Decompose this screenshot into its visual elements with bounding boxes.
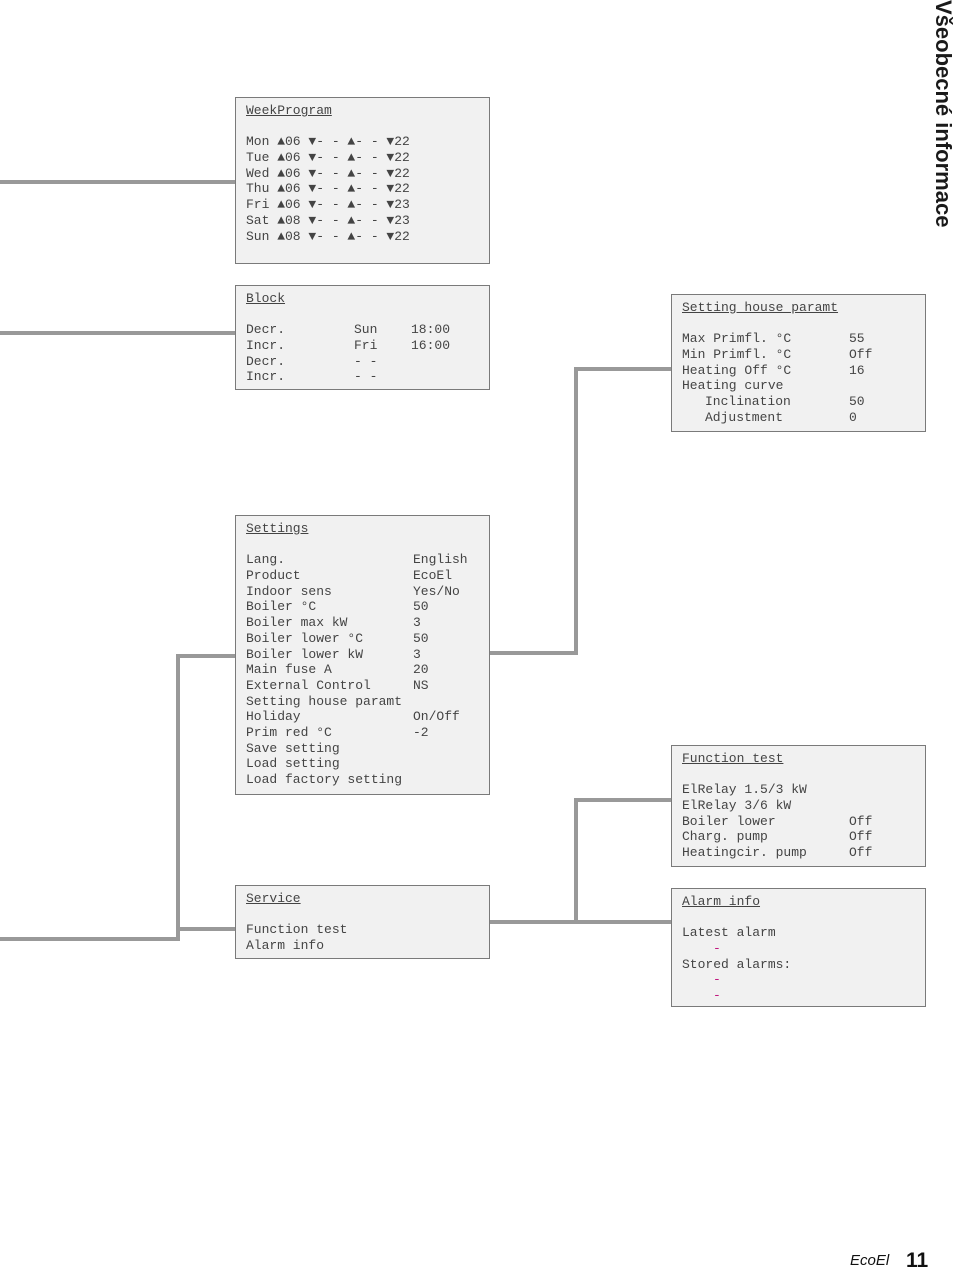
settings-row[interactable]: Lang.English — [246, 552, 468, 568]
settings-row[interactable]: Prim red °C-2 — [246, 724, 429, 740]
week-row[interactable]: Fri ▲06 ▼- - ▲- - ▼23 — [246, 197, 410, 213]
function-test-row[interactable]: ElRelay 3/6 kW — [682, 798, 792, 814]
week-row[interactable]: Tue ▲06 ▼- - ▲- - ▼22 — [246, 150, 410, 166]
stored-alarm-value: - — [713, 988, 721, 1004]
connector-service — [490, 798, 671, 924]
connector-settings-service — [0, 654, 235, 941]
settings-row[interactable]: Load setting — [246, 756, 340, 772]
latest-alarm-value: - — [713, 941, 721, 957]
house-param-row[interactable]: Heating curve — [682, 378, 784, 394]
house-params-title[interactable]: Setting house paramt — [682, 300, 839, 315]
service-item-function-test[interactable]: Function test — [246, 922, 348, 938]
stored-alarm-value: - — [713, 972, 721, 988]
week-row[interactable]: Sat ▲08 ▼- - ▲- - ▼23 — [246, 212, 410, 228]
block-title[interactable]: Block — [246, 291, 286, 306]
page-number: 11 — [906, 1249, 929, 1272]
week-row[interactable]: Sun ▲08 ▼- - ▲- - ▼22 — [246, 228, 410, 244]
week-program-panel: WeekProgram Mon ▲06 ▼- - ▲- - ▼22 Tue ▲0… — [235, 97, 490, 264]
function-test-title[interactable]: Function test — [682, 751, 784, 766]
settings-row[interactable]: Load factory setting — [246, 772, 403, 787]
alarm-info-title[interactable]: Alarm info — [682, 894, 761, 909]
alarm-info-panel: Alarm info Latest alarm - Stored alarms:… — [671, 888, 926, 1007]
stored-alarms-label: Stored alarms: — [682, 956, 792, 972]
settings-row[interactable]: Save setting — [246, 740, 340, 756]
week-row[interactable]: Thu ▲06 ▼- - ▲- - ▼22 — [246, 181, 410, 197]
service-panel: Service Function test Alarm info — [235, 885, 490, 959]
week-row[interactable]: Wed ▲06 ▼- - ▲- - ▼22 — [246, 165, 410, 181]
function-test-row[interactable]: ElRelay 1.5/3 kW — [682, 782, 807, 798]
block-row[interactable]: Incr.- - — [246, 369, 378, 385]
service-title[interactable]: Service — [246, 891, 301, 906]
week-program-title[interactable]: WeekProgram — [246, 103, 332, 118]
settings-title[interactable]: Settings — [246, 521, 309, 536]
service-item-alarm-info[interactable]: Alarm info — [246, 938, 325, 954]
section-title: Všeobecné informace — [931, 0, 956, 228]
brand-name: EcoEl — [850, 1252, 890, 1269]
function-test-panel: Function test ElRelay 1.5/3 kW ElRelay 3… — [671, 745, 926, 867]
latest-alarm-label: Latest alarm — [682, 925, 776, 941]
block-row[interactable]: Decr.- - — [246, 353, 378, 369]
week-row[interactable]: Mon ▲06 ▼- - ▲- - ▼22 — [246, 134, 410, 150]
settings-row[interactable]: Setting house paramt — [246, 693, 403, 709]
connector-house — [490, 367, 671, 655]
